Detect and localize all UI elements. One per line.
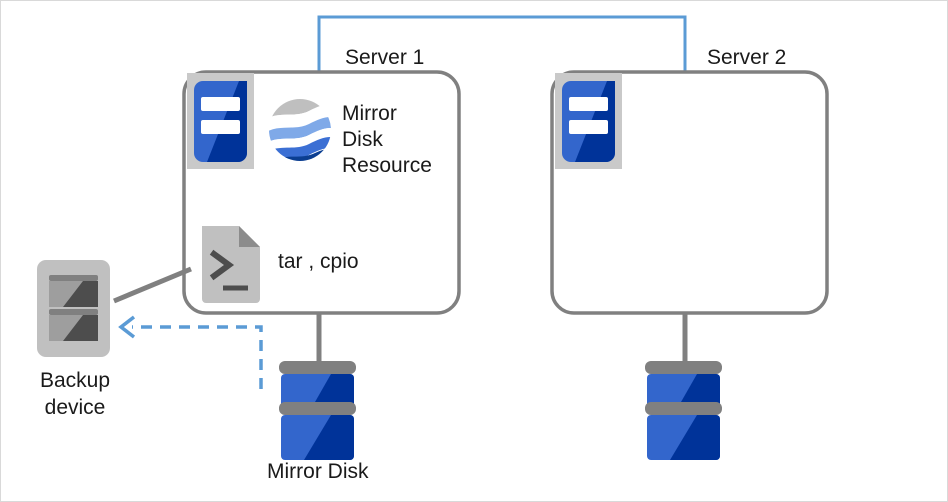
terminal-script-icon xyxy=(202,226,260,303)
network-link-bracket xyxy=(317,15,687,76)
dashed-backup-arrow-icon xyxy=(118,315,263,389)
disk-stack-icon-1 xyxy=(279,361,356,460)
server2-title: Server 2 xyxy=(707,46,787,69)
mirror-disk-label: Mirror Disk xyxy=(267,460,369,483)
disk-stack-icon-2 xyxy=(645,361,722,460)
backup-to-server-connector xyxy=(113,266,192,304)
mirror-disk-resource-label: Mirror Disk Resource xyxy=(342,102,432,177)
backup-device-label: Backup device xyxy=(39,369,111,419)
backup-device-icon xyxy=(37,260,110,357)
server1-title: Server 1 xyxy=(345,46,425,69)
server-icon-2 xyxy=(555,73,622,169)
tar-cpio-label: tar , cpio xyxy=(278,250,359,273)
server-icon-1 xyxy=(187,73,254,169)
